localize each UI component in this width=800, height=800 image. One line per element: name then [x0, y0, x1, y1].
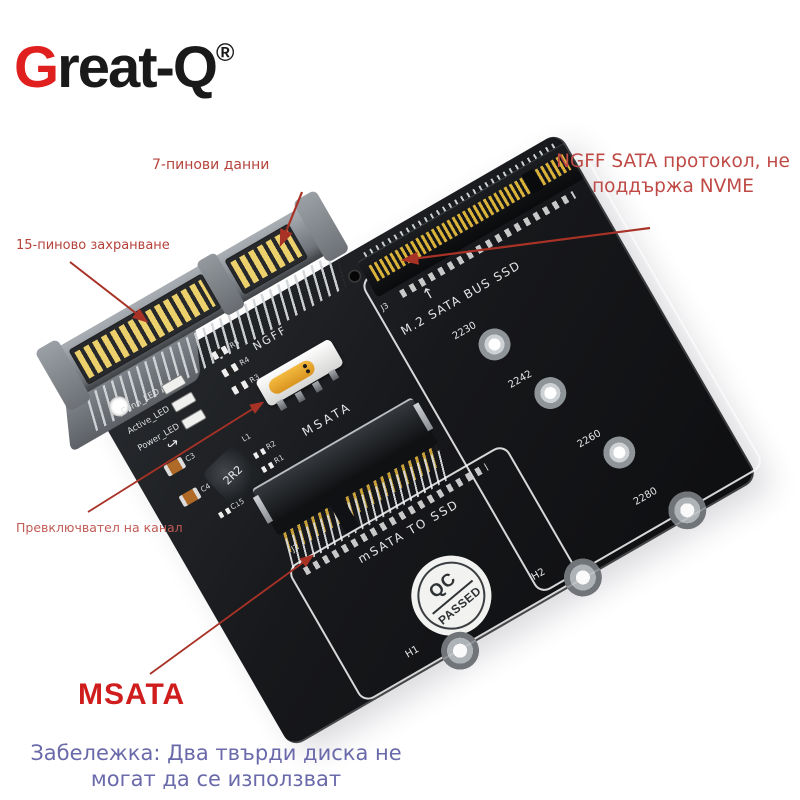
resistor-label-r2: R2: [264, 438, 278, 452]
brand-logo-initial: G: [14, 35, 59, 100]
resistor-pad: [260, 461, 275, 473]
switch-position-msata-label: MSATA: [299, 399, 355, 440]
switch-leg: [294, 390, 306, 403]
brand-logo-rest: reat-Q: [57, 35, 218, 100]
callout-ngff-protocol: NGFF SATA протокол, не поддържа NVME: [552, 150, 794, 200]
footnote: Забележка: Два твърди диска не могат да …: [15, 740, 417, 800]
capacitor-label-c3: C3: [183, 450, 197, 464]
capacitor-pad: [217, 507, 232, 519]
led-pad: [180, 408, 207, 431]
capacitor: [178, 486, 202, 508]
callout-msata: MSATA: [78, 678, 186, 711]
adapter-pcb: Conn_LED R5 Active_LED R4 Power_LED R3 N…: [34, 131, 766, 749]
inductor-marking: 2R2: [220, 462, 245, 488]
footnote-line2: могат да се използват едновременно: [90, 767, 342, 800]
callout-15pin-power: 15-пиново захранване: [16, 238, 170, 253]
channel-switch-slider: [266, 357, 318, 397]
resistor-pad: [252, 447, 267, 460]
switch-leg: [328, 368, 340, 381]
registered-trademark-icon: ®: [215, 39, 235, 67]
callout-ngff-line2: поддържа NVME: [592, 175, 754, 197]
switch-leg: [311, 380, 323, 393]
callout-channel-switch: Превключвател на канал: [16, 520, 183, 535]
inductor-label-l1: L1: [240, 431, 253, 444]
capacitor: [163, 456, 187, 477]
resistor-pad: [231, 380, 249, 395]
callout-ngff-line1: NGFF SATA протокол, не: [556, 151, 790, 172]
callout-7pin-data: 7-пинови данни: [152, 157, 270, 173]
brand-logo: Great-Q®: [14, 34, 234, 101]
footnote-line1: Забележка: Два твърди диска не: [30, 741, 402, 765]
resistor-label-r1: R1: [272, 452, 286, 466]
switch-leg: [276, 398, 288, 411]
